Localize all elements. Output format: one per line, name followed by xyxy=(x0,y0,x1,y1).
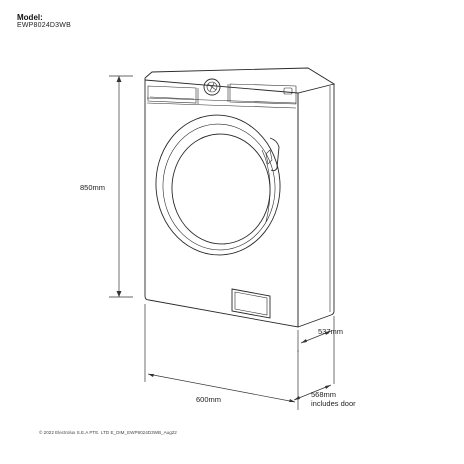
depth-label: 537mm xyxy=(318,327,344,336)
display-panel xyxy=(229,83,297,105)
width-label: 600mm xyxy=(196,395,222,404)
height-dimension-line xyxy=(109,75,133,298)
side-panel xyxy=(297,84,335,328)
height-label: 850mm xyxy=(80,183,106,192)
model-info: Model: EWP8024D3WB xyxy=(17,13,71,30)
depth-with-door-dimension-line xyxy=(293,338,335,401)
door-latch xyxy=(265,149,273,165)
door-handle xyxy=(269,137,280,172)
model-label: Model: xyxy=(17,13,43,22)
service-hatch xyxy=(231,288,271,319)
door xyxy=(155,114,281,256)
depth-with-door-label-line2: includes door xyxy=(311,399,356,408)
control-panel xyxy=(146,102,297,109)
detergent-drawer xyxy=(147,85,197,104)
width-dimension-line xyxy=(144,304,299,410)
copyright-footer: © 2022 Electrolux S.E.A PTE. LTD E_DIM_E… xyxy=(39,430,177,435)
depth-with-door-label-line1: 568mm xyxy=(311,390,337,399)
display-icon xyxy=(283,87,293,95)
model-code: EWP8024D3WB xyxy=(17,22,71,30)
depth-dimension-line xyxy=(297,316,335,352)
front-face xyxy=(144,78,299,328)
top-panel xyxy=(144,67,336,94)
washing-machine xyxy=(144,67,336,328)
program-knob xyxy=(203,78,221,96)
